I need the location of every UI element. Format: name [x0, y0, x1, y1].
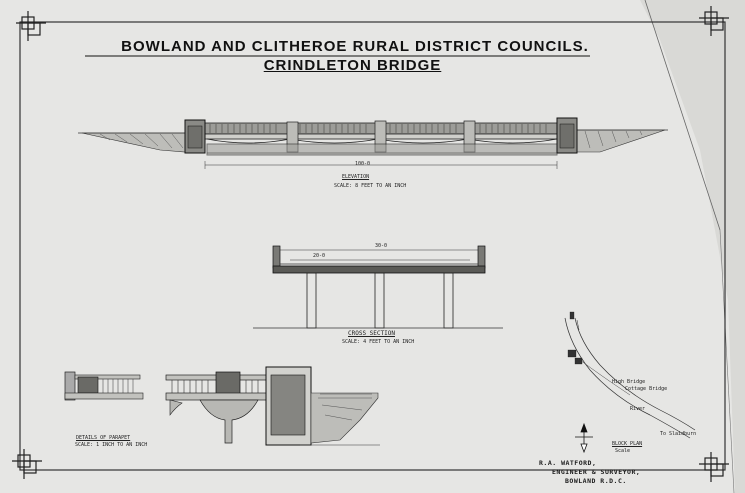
block-plan-scale: Scale	[615, 448, 631, 454]
tear-line	[719, 229, 735, 493]
block-plan-label: River	[630, 406, 646, 412]
river-bank	[564, 317, 691, 439]
sheet-border	[19, 21, 726, 471]
block-plan-label: To Slaidburn	[660, 431, 697, 437]
balusters	[209, 124, 547, 133]
corner-ornament-bottom-left	[12, 449, 42, 479]
cross-section-scale: SCALE: 4 FEET TO AN INCH	[342, 339, 415, 345]
signature-org: BOWLAND R.D.C.	[565, 477, 627, 485]
arch-span-1	[206, 138, 291, 144]
elevation-span-dimension: 100-0	[355, 161, 371, 167]
column	[306, 272, 317, 329]
corner-ornament-top-left	[16, 11, 46, 41]
signature-role: ENGINEER & SURVEYOR,	[552, 468, 641, 476]
corner-ornament-bottom-right	[699, 452, 729, 482]
end-post-left	[272, 245, 281, 269]
left-wing-hatching	[99, 133, 184, 149]
end-post-right	[477, 245, 486, 269]
block-plan-label: High Bridge	[612, 379, 646, 385]
drawing-subtitle: CRINDLETON BRIDGE	[263, 57, 442, 74]
left-wing-wall	[81, 132, 186, 153]
column	[374, 272, 385, 329]
cross-roadway-dimension: 20-0	[313, 253, 326, 259]
parapet-detail-large	[165, 366, 380, 446]
signature-name: R.A. WATFORD,	[539, 459, 597, 467]
north-arrow-icon	[575, 422, 593, 454]
elevation-scale: SCALE: 8 FEET TO AN INCH	[334, 183, 407, 189]
road	[579, 359, 631, 396]
corner-ornament-top-right	[699, 6, 729, 36]
parapet-detail-scale: SCALE: 1 INCH TO AN INCH	[75, 442, 148, 448]
building	[574, 357, 583, 365]
right-wing-wall	[576, 129, 666, 153]
column	[443, 272, 454, 329]
cross-overall-dimension: 30-0	[375, 243, 388, 249]
parapet-detail-caption: DETAILS OF PARAPET	[76, 435, 131, 441]
cross-section-drawing	[253, 245, 503, 329]
elevation-caption: ELEVATION	[342, 174, 370, 180]
arch-span-4	[467, 138, 558, 144]
cross-section-caption: CROSS SECTION	[348, 330, 395, 337]
bridge-elevation	[78, 117, 668, 169]
river-bank	[574, 317, 696, 431]
block-plan-label: Cottage Bridge	[625, 386, 668, 392]
cross-deck	[272, 265, 486, 274]
arch-span-2	[289, 138, 379, 144]
river-water	[206, 143, 558, 156]
drawing-title: BOWLAND AND CLITHEROE RURAL DISTRICT COU…	[121, 38, 589, 55]
torn-edge	[640, 0, 745, 493]
parapet-detail-small	[64, 371, 144, 401]
block-plan-map	[564, 311, 696, 454]
tear-line	[644, 0, 721, 231]
building	[567, 349, 577, 358]
right-wing-hatching	[584, 130, 643, 149]
building	[569, 311, 575, 320]
block-plan-caption: BLOCK PLAN	[612, 441, 643, 447]
arch-span-3	[377, 138, 469, 144]
